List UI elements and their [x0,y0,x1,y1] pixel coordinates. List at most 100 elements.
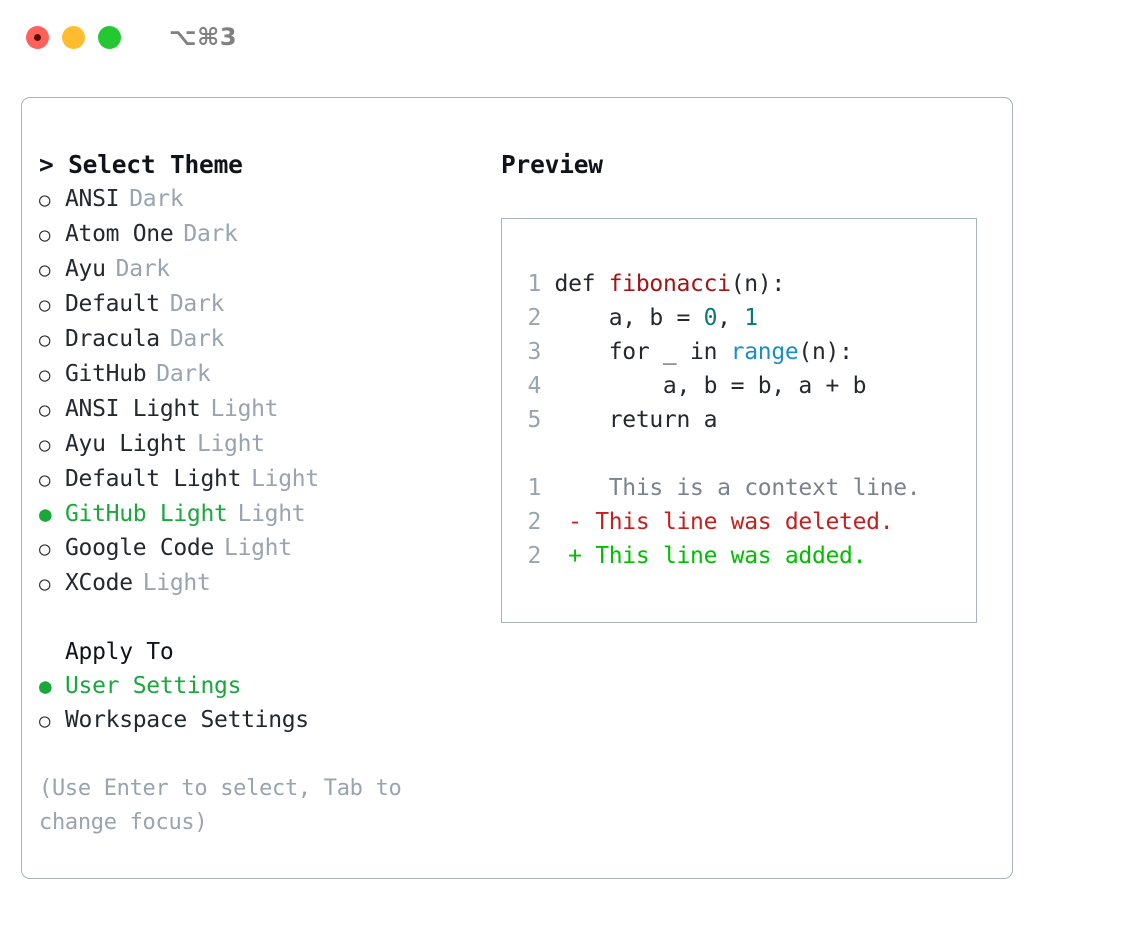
theme-option-label: GitHub Light [65,501,228,527]
theme-option-kind: Light [210,396,279,422]
apply-to-option-label: User Settings [65,673,242,699]
radio-selected-icon: ● [39,674,52,698]
theme-option-label: Dracula [65,326,160,352]
code-token: (n): [730,271,786,297]
theme-option-ayu-light[interactable]: ○ Ayu Light Light [39,427,489,462]
diff-line-ctx: 1 This is a context line. [521,471,920,505]
traffic-light-buttons [26,26,121,49]
theme-option-ayu[interactable]: ○ Ayu Dark [39,252,489,287]
diff-text: This is a context line. [581,475,921,501]
theme-option-github[interactable]: ○ GitHub Dark [39,357,489,392]
theme-option-kind: Light [251,466,319,492]
minimize-button-icon[interactable] [62,26,85,49]
code-token: range [730,339,799,365]
line-number: 1 [527,271,541,297]
apply-to-heading: Apply To [65,639,174,665]
diff-marker [541,475,582,501]
code-line: 3 for _ in range(n): [521,335,920,369]
keyboard-shortcut-label: ⌥⌘3 [169,23,238,51]
theme-option-label: Atom One [65,221,174,247]
theme-option-default-light[interactable]: ○ Default Light Light [39,462,489,497]
code-line: 2 a, b = 0, 1 [521,301,920,335]
line-number: 2 [527,509,541,535]
apply-to-option-user-settings[interactable]: ● User Settings [39,669,489,703]
title-bar: ⌥⌘3 [0,0,1140,76]
radio-unselected-icon: ○ [39,399,51,421]
code-token: 1 [744,305,758,331]
close-button-icon[interactable] [26,26,49,49]
radio-unselected-icon: ○ [39,469,51,491]
radio-unselected-icon: ○ [39,294,51,316]
theme-option-kind: Dark [169,291,225,317]
theme-option-label: Ayu [65,256,106,282]
theme-option-label: Default Light [65,466,242,492]
radio-unselected-icon: ○ [39,364,51,386]
theme-option-kind: Light [237,501,306,527]
theme-option-label: GitHub [65,361,147,387]
theme-option-label: Google Code [65,535,215,561]
theme-option-ansi-light[interactable]: ○ ANSI Light Light [39,392,489,427]
theme-option-kind: Dark [169,326,225,352]
radio-unselected-icon: ○ [39,224,51,246]
code-token: , [717,305,745,331]
diff-marker: + [541,543,582,569]
line-number: 5 [527,407,541,433]
code-token: return a [541,407,718,433]
preview-heading: Preview [501,150,603,179]
section-spacer [39,601,489,635]
line-number: 1 [527,475,541,501]
radio-selected-icon: ● [39,502,52,526]
code-token: def [541,271,609,297]
line-number: 3 [527,339,541,365]
line-number: 2 [527,543,541,569]
line-number: 4 [527,373,541,399]
code-blank-line [521,437,920,471]
radio-unselected-icon: ○ [39,189,51,211]
diff-text: This line was deleted. [581,509,894,535]
apply-to-option-label: Workspace Settings [65,707,309,733]
select-theme-heading: > Select Theme [39,150,243,179]
theme-option-kind: Light [196,431,265,457]
theme-option-kind: Light [142,570,211,596]
radio-unselected-icon: ○ [39,259,51,281]
code-token: a, b = [541,305,704,331]
code-token: a, b = b, a + b [541,373,867,399]
diff-line-add: 2 + This line was added. [521,539,920,573]
radio-unselected-icon: ○ [39,329,51,351]
diff-line-del: 2 - This line was deleted. [521,505,920,539]
theme-option-label: Default [65,291,160,317]
radio-unselected-icon: ○ [39,434,51,456]
theme-option-dracula[interactable]: ○ Dracula Dark [39,322,489,357]
code-token: for _ in [541,339,731,365]
code-token: (n): [798,339,853,365]
diff-marker: - [541,509,582,535]
theme-option-google-code[interactable]: ○ Google Code Light [39,531,489,566]
keyboard-hint-text: (Use Enter to select, Tab to change focu… [39,776,402,835]
radio-unselected-icon: ○ [39,538,51,560]
line-number: 2 [527,305,541,331]
theme-option-github-light[interactable]: ● GitHub Light Light [39,497,489,531]
apply-to-option-workspace-settings[interactable]: ○ Workspace Settings [39,703,489,738]
zoom-button-icon[interactable] [98,26,121,49]
theme-option-label: ANSI Light [65,396,201,422]
code-token: 0 [703,305,718,331]
preview-column: Preview 1 def fibonacci(n):2 a, b = 0, 1… [501,148,1001,623]
code-line: 1 def fibonacci(n): [521,267,920,301]
theme-option-label: ANSI [65,186,120,212]
theme-option-default[interactable]: ○ Default Dark [39,287,489,322]
theme-option-kind: Dark [115,256,171,282]
radio-unselected-icon: ○ [39,710,51,732]
theme-option-kind: Light [224,535,292,561]
theme-option-label: Ayu Light [65,431,187,457]
theme-option-kind: Dark [156,361,211,387]
diff-text: This line was added. [581,543,867,569]
radio-unselected-icon: ○ [39,573,51,595]
